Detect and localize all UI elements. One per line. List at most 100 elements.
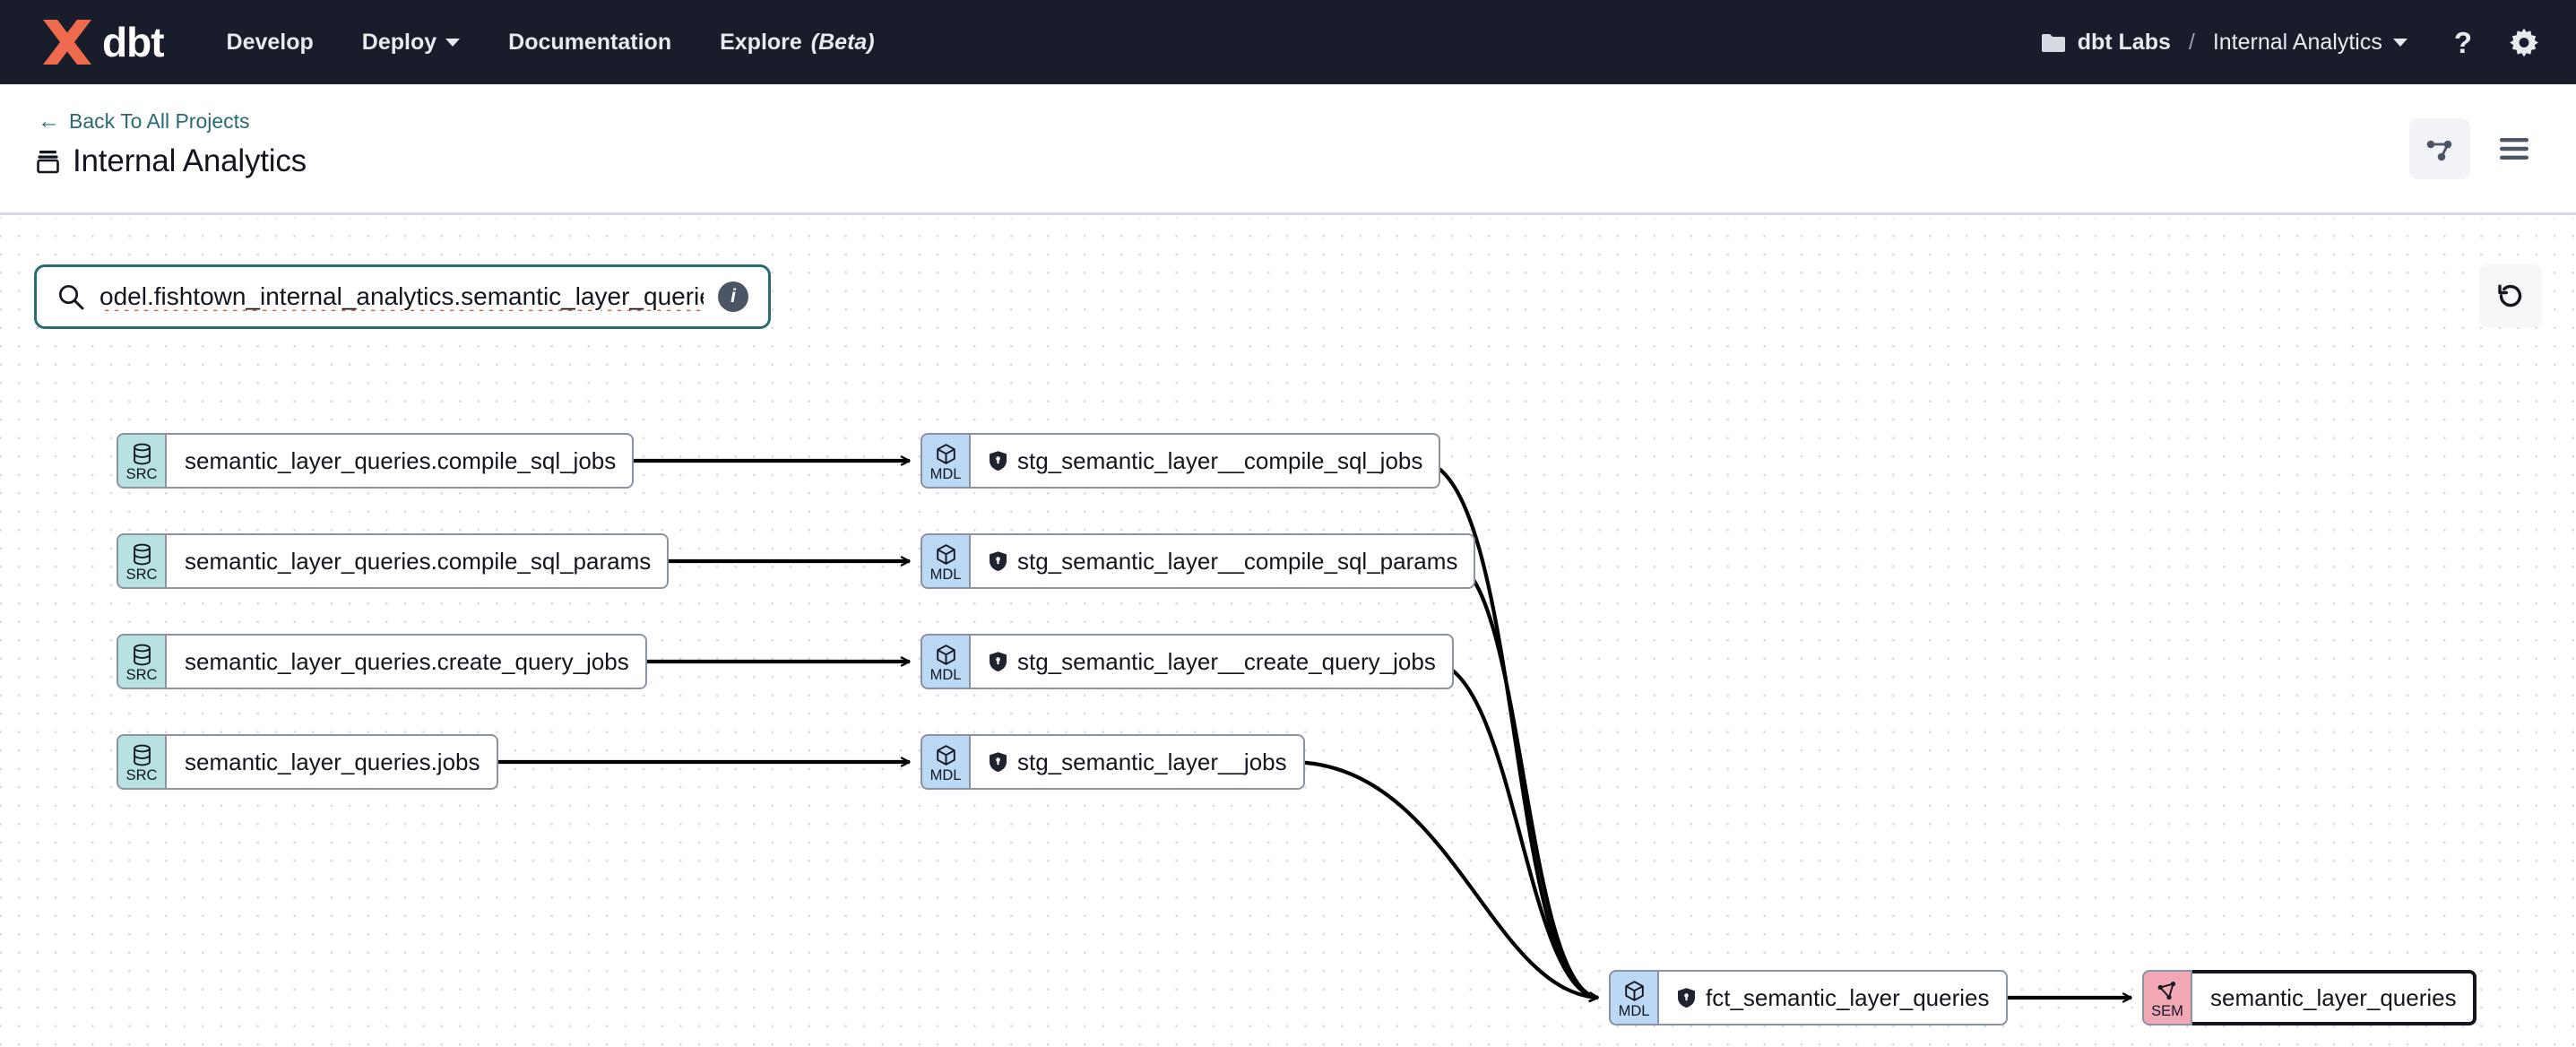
shield-lock-icon [990,451,1007,472]
lineage-node-body[interactable]: semantic_layer_queries.jobs [167,734,498,790]
org-breadcrumb[interactable]: dbt Labs [2041,30,2171,56]
project-breadcrumb[interactable]: Internal Analytics [2213,30,2407,56]
hamburger-menu-icon [2500,138,2528,160]
lineage-node-label: semantic_layer_queries.jobs [185,748,480,775]
lineage-node[interactable]: MDL fct_semantic_layer_queries [1609,970,2008,1025]
database-cylinder-icon [132,644,152,667]
node-type-badge-sem: SEM [2142,970,2192,1025]
brand-wordmark: dbt [102,19,165,65]
node-type-badge-label: MDL [929,465,962,482]
nav-item-documentation[interactable]: Documentation [508,30,671,56]
page-title: Internal Analytics [36,143,307,179]
lineage-node[interactable]: SRC semantic_layer_queries.create_query_… [117,634,647,689]
cube-icon [935,644,957,667]
lineage-node-label: semantic_layer_queries.create_query_jobs [185,647,629,675]
list-view-button[interactable] [2486,118,2542,179]
lineage-node-body[interactable]: semantic_layer_queries.compile_sql_jobs [167,433,635,489]
info-icon[interactable]: i [718,281,748,312]
lineage-node[interactable]: SRC semantic_layer_queries.compile_sql_p… [117,533,670,589]
shield-lock-icon [990,551,1007,572]
lineage-node-body[interactable]: stg_semantic_layer__compile_sql_jobs [971,433,1441,489]
database-cylinder-icon [132,443,152,466]
nav-item-deploy-label: Deploy [361,29,437,55]
dbt-logo[interactable]: dbt [39,16,165,68]
nav-item-develop[interactable]: Develop [227,30,314,56]
lineage-node-label: semantic_layer_queries [2210,983,2457,1011]
database-cylinder-icon [132,744,152,767]
node-type-badge-src: SRC [117,433,167,489]
node-search-box[interactable]: odel.fishtown_internal_analytics.semanti… [34,264,771,329]
cube-icon [935,543,957,567]
help-icon[interactable]: ? [2453,25,2472,59]
lineage-node-selected[interactable]: SEM semantic_layer_queries [2142,970,2477,1025]
lineage-node-label: stg_semantic_layer__jobs [1017,748,1287,775]
lineage-node[interactable]: MDL stg_semantic_layer__compile_sql_para… [921,533,1476,589]
lineage-node[interactable]: MDL stg_semantic_layer__compile_sql_jobs [921,433,1441,489]
node-type-badge-mdl: MDL [921,634,971,689]
chevron-down-icon [445,38,461,47]
search-input[interactable]: odel.fishtown_internal_analytics.semanti… [99,282,704,310]
nav-right-cluster: dbt Labs / Internal Analytics ? [2041,26,2540,58]
lineage-node-body[interactable]: fct_semantic_layer_queries [1659,970,2008,1025]
database-icon [37,151,59,174]
lineage-node[interactable]: SRC semantic_layer_queries.compile_sql_j… [117,433,635,489]
sub-header: ← Back To All Projects Internal Analytic… [0,84,2576,215]
node-type-badge-label: SRC [125,666,158,683]
lineage-node-body[interactable]: semantic_layer_queries.create_query_jobs [167,634,647,689]
shield-lock-icon [990,652,1007,672]
node-type-badge-label: SRC [125,465,158,482]
nav-item-deploy[interactable]: Deploy [361,29,461,56]
primary-nav-links: Develop Deploy Documentation Explore (Be… [227,30,875,56]
reset-view-button[interactable] [2479,264,2542,327]
breadcrumb-separator: / [2188,29,2195,55]
nav-item-explore-label: Explore [720,29,802,55]
node-type-badge-src: SRC [117,734,167,790]
graph-layer: SRC semantic_layer_queries.compile_sql_j… [0,218,2576,1047]
lineage-node-body[interactable]: semantic_layer_queries.compile_sql_param… [167,533,670,589]
node-type-badge-label: MDL [1618,1002,1650,1019]
node-type-badge-mdl: MDL [1609,970,1659,1025]
gear-icon[interactable] [2508,26,2540,58]
lineage-node[interactable]: SRC semantic_layer_queries.jobs [117,734,498,790]
lineage-node-body[interactable]: semantic_layer_queries [2192,970,2477,1025]
lineage-node-label: stg_semantic_layer__compile_sql_jobs [1017,446,1423,474]
lineage-node-label: semantic_layer_queries.compile_sql_param… [185,547,652,575]
node-type-badge-label: SEM [2151,1002,2183,1019]
share-nodes-icon [2426,140,2452,161]
lineage-node-label: stg_semantic_layer__compile_sql_params [1017,547,1458,575]
lineage-node-body[interactable]: stg_semantic_layer__compile_sql_params [971,533,1476,589]
project-breadcrumb-label: Internal Analytics [2212,29,2382,55]
page-title-label: Internal Analytics [73,143,307,178]
lineage-node-body[interactable]: stg_semantic_layer__jobs [971,734,1305,790]
top-navigation-bar: dbt Develop Deploy Documentation Explore… [0,0,2576,84]
lineage-node[interactable]: MDL stg_semantic_layer__jobs [921,734,1305,790]
node-type-badge-src: SRC [117,533,167,589]
shield-lock-icon [1678,988,1695,1008]
nav-item-explore[interactable]: Explore (Beta) [720,30,875,56]
semantic-network-icon [2157,980,2179,1003]
lineage-canvas[interactable]: odel.fishtown_internal_analytics.semanti… [0,218,2576,1047]
search-icon [58,284,84,310]
folder-icon [2041,34,2065,52]
node-type-badge-label: SRC [125,566,158,583]
node-type-badge-mdl: MDL [921,734,971,790]
cube-icon [1623,980,1646,1003]
nav-item-documentation-label: Documentation [508,29,672,55]
node-type-badge-mdl: MDL [921,533,971,589]
lineage-view-button[interactable] [2409,118,2470,179]
node-type-badge-label: MDL [929,666,962,683]
database-cylinder-icon [132,543,152,567]
chevron-down-icon [2392,38,2407,47]
cube-icon [935,744,957,767]
explore-beta-tag: (Beta) [810,29,875,55]
node-type-badge-mdl: MDL [921,433,971,489]
lineage-node-label: stg_semantic_layer__create_query_jobs [1017,647,1436,675]
lineage-node-label: fct_semantic_layer_queries [1706,983,1990,1011]
back-link-label: Back To All Projects [69,109,250,133]
lineage-node[interactable]: MDL stg_semantic_layer__create_query_job… [921,634,1454,689]
node-type-badge-label: MDL [929,766,962,783]
reset-arrow-icon [2498,284,2522,307]
lineage-node-body[interactable]: stg_semantic_layer__create_query_jobs [971,634,1454,689]
shield-lock-icon [990,752,1007,773]
back-to-all-projects-link[interactable]: ← Back To All Projects [38,109,250,134]
